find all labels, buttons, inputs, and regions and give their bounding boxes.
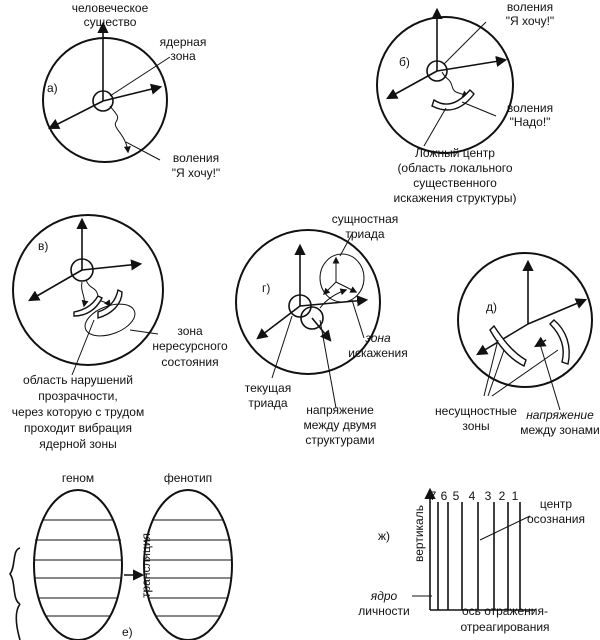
diagram-g-current-2: триада — [248, 396, 288, 410]
diagram-v-nonresource-zone — [84, 303, 136, 337]
diagram-e-genome-ellipse — [33, 489, 123, 640]
diagram-v-zone-3: состояния — [161, 355, 218, 369]
diagram-b-must-2: "Надо!" — [510, 115, 551, 129]
diagram-zh-center-2: осознания — [527, 512, 585, 526]
diagram-a-will-1: воления — [173, 151, 219, 165]
diagram-b-false-3: существенного — [413, 176, 497, 190]
diagram-b-must-1: воления — [507, 101, 553, 115]
diagram-b-false-2: (область локального — [397, 161, 512, 175]
diagram-b-want-1: воления — [507, 0, 553, 14]
diagram-a-nuclear-2: зона — [170, 49, 196, 63]
diagram-zh-core-2: личности — [358, 604, 409, 618]
diagram-zh-num-7: 7 — [430, 489, 437, 503]
diagram-b-want-2: "Я хочу!" — [506, 14, 554, 28]
diagram-b-distortion-zone — [431, 88, 475, 111]
diagram-v-violation-5: ядерной зоны — [39, 437, 116, 451]
diagram-g-distortion-1: зона — [364, 331, 391, 345]
diagram-a-human-1: человеческое — [72, 1, 149, 15]
diagram-e-brace — [9, 547, 21, 640]
diagram-d-zone-left — [489, 324, 527, 367]
diagram-b-false-1: Ложный центр — [415, 146, 495, 160]
diagram-zh-num-3: 3 — [485, 489, 492, 503]
diagram-v-violation-2: прозрачности, — [38, 389, 117, 403]
diagram-zh-axis-2: отреагирования — [460, 620, 549, 634]
diagram-a-circle — [42, 37, 168, 163]
diagram-g-essential-triad — [319, 253, 365, 303]
diagram-zh-center-1: центр — [540, 497, 573, 511]
diagram-d-nonessential-1: несущностные — [435, 404, 517, 418]
diagram-g-tension-3: структурами — [305, 433, 374, 447]
diagram-b: б) воления "Я хочу!" воления "Надо!" Лож… — [376, 0, 554, 205]
diagram-g-essential-2: триада — [345, 227, 385, 241]
diagram-b-circle — [376, 16, 514, 154]
diagram-b-letter: б) — [399, 55, 410, 69]
diagram-e: геном фенотип трансляция е) — [9, 471, 233, 640]
diagram-a-will-2: "Я хочу!" — [172, 166, 220, 180]
diagram-zh: 7 6 5 4 3 2 1 вертикаль ж) центр осознан… — [358, 487, 585, 634]
diagram-zh-num-1: 1 — [512, 489, 519, 503]
diagram-zh-num-6: 6 — [441, 489, 448, 503]
diagram-g-circle — [235, 229, 381, 375]
diagram-d-nonessential-2: зоны — [462, 419, 489, 433]
diagram-a: а) человеческое существо ядерная зона во… — [42, 1, 220, 180]
diagram-d-zone-right — [549, 319, 570, 365]
diagram-e-genome-label: геном — [62, 471, 94, 485]
diagram-zh-vertical-label: вертикаль — [412, 505, 426, 562]
diagram-v-zone-1: зона — [177, 324, 203, 338]
diagram-g-tension-2: между двумя — [304, 418, 377, 432]
diagram-g-current-1: текущая — [245, 381, 291, 395]
diagram-e-letter: е) — [122, 625, 133, 639]
diagram-d-circle — [457, 252, 593, 388]
diagram-g-letter: г) — [262, 281, 270, 295]
diagram-g-tension-1: напряжение — [306, 403, 374, 417]
diagram-v-violation-1: область нарушений — [23, 373, 133, 387]
diagram-d-letter: д) — [486, 300, 497, 314]
diagram-zh-num-4: 4 — [469, 489, 476, 503]
diagram-zh-letter: ж) — [378, 529, 390, 543]
diagram-d-tension-1: напряжение — [526, 408, 594, 422]
diagram-zh-num-5: 5 — [453, 489, 460, 503]
diagram-a-letter: а) — [47, 81, 58, 95]
diagram-g-distortion-2: искажения — [348, 346, 407, 360]
diagram-v-zone-2: нересурсного — [152, 339, 228, 353]
diagram-v-circle — [12, 214, 164, 366]
diagram-e-phenotype-label: фенотип — [164, 471, 212, 485]
diagram-e-translation-label: трансляция — [139, 533, 153, 598]
diagram-a-wavy-arrow — [109, 105, 131, 154]
diagram-v-violation-3: через которую с трудом — [12, 405, 144, 419]
diagram-a-human-2: существо — [84, 15, 137, 29]
diagram-d: д) несущностные зоны напряжение между зо… — [435, 252, 600, 437]
diagram-a-nuclear-1: ядерная — [160, 35, 207, 49]
diagram-zh-axis-1: ось отражения- — [462, 604, 548, 618]
diagram-zh-num-2: 2 — [499, 489, 506, 503]
diagram-v: в) зона нересурсного состояния область н… — [12, 214, 228, 451]
diagram-g-essential-1: сущностная — [332, 212, 398, 226]
diagram-zh-core-1: ядро — [370, 589, 398, 603]
diagram-g: г) сущностная триада зона искажения теку… — [235, 212, 408, 447]
diagram-v-violation-4: проходит вибрация — [24, 421, 132, 435]
diagram-b-false-4: искажения структуры) — [394, 191, 517, 205]
diagram-v-letter: в) — [38, 239, 48, 253]
diagram-d-tension-2: между зонами — [520, 423, 599, 437]
diagram-e-phenotype-ellipse — [143, 489, 233, 640]
